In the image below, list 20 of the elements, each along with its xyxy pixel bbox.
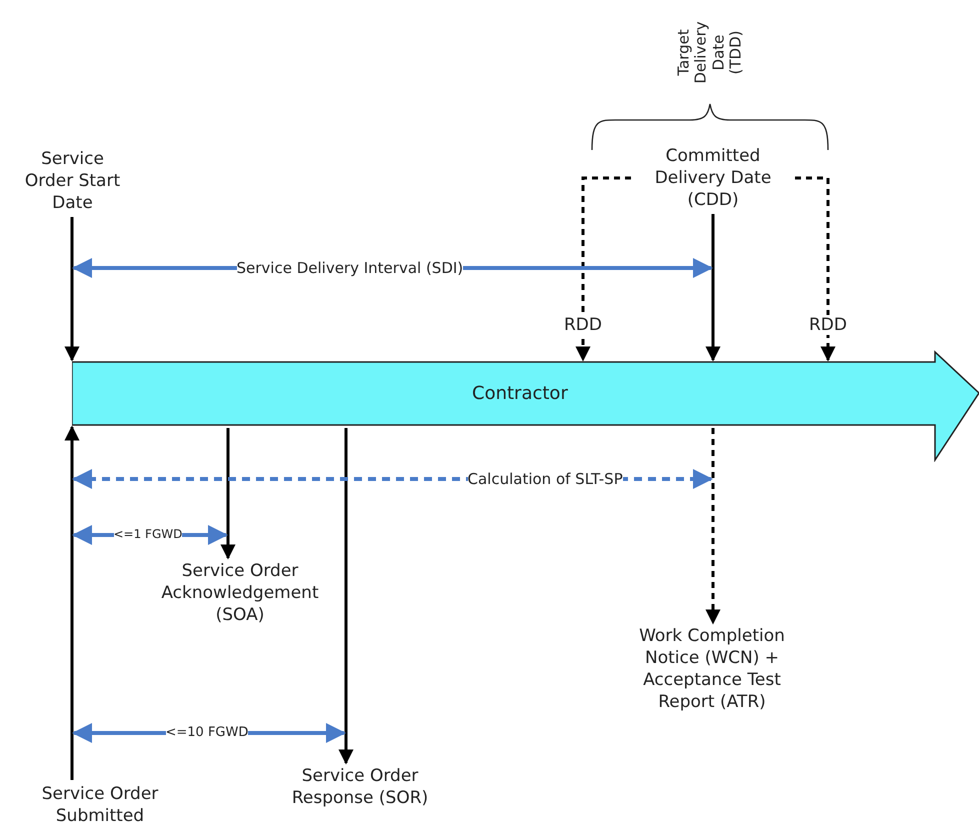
milestone-label: Service Order Response (SOR) <box>275 765 445 809</box>
interval-label: Service Delivery Interval (SDI) <box>236 260 464 277</box>
edge-label: RDD <box>564 315 602 335</box>
edge-label: RDD <box>809 315 847 335</box>
arrow <box>64 426 80 780</box>
arrow <box>706 428 720 624</box>
arrow <box>706 214 720 362</box>
arrow <box>220 428 236 560</box>
bracket-label: Target Delivery Date (TDD) <box>676 20 744 86</box>
arrow <box>64 217 80 362</box>
milestone-label: Service Order Start Date <box>20 148 125 214</box>
arrow <box>795 176 836 362</box>
milestone-label: Work Completion Notice (WCN) + Acceptance Test Report (ATR) <box>622 625 802 713</box>
milestone-label: Service Order Acknowledgement (SOA) <box>145 560 335 626</box>
arrow <box>338 428 354 764</box>
arrow <box>576 176 631 362</box>
milestone-label: Committed Delivery Date (CDD) <box>633 145 793 211</box>
timeline-arrow <box>72 350 979 462</box>
milestone-label: Service Order Submitted <box>25 783 175 827</box>
band-label: Contractor <box>472 383 568 405</box>
